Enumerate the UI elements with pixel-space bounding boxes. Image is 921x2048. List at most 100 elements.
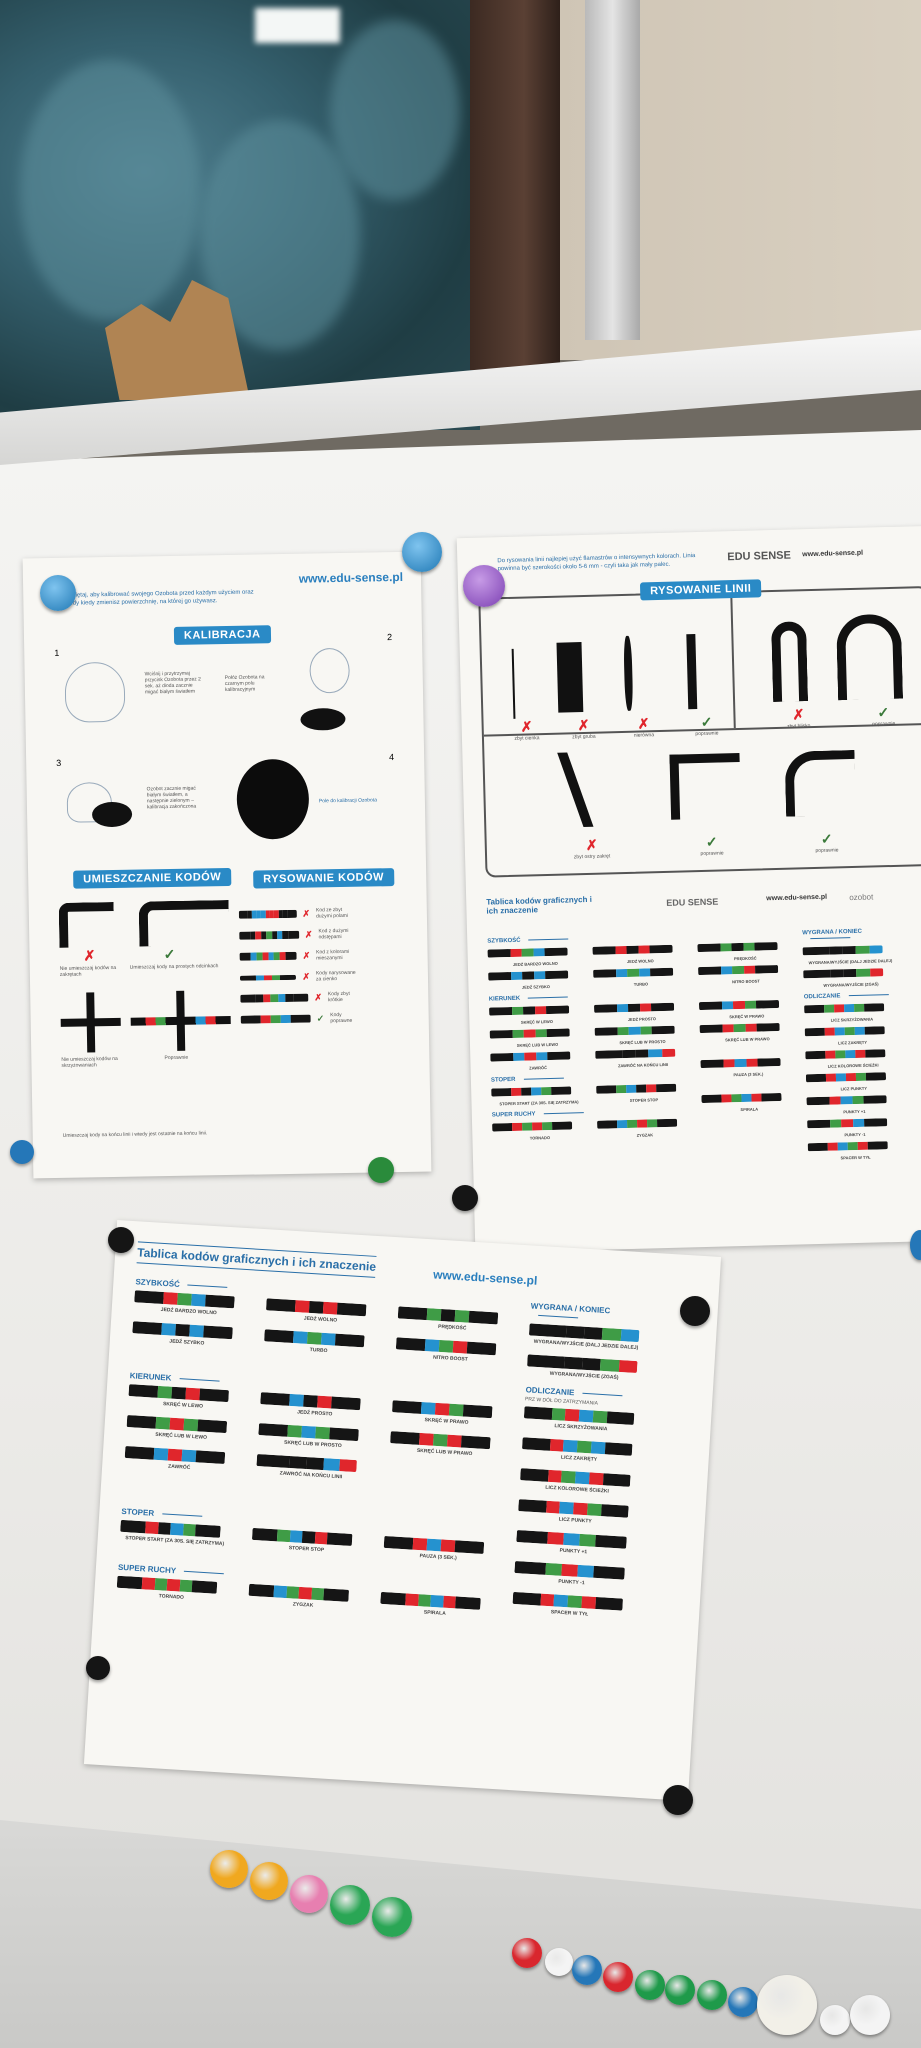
color-code <box>593 1002 675 1013</box>
code-segment-k <box>807 1142 828 1152</box>
code-segment-b <box>559 1501 574 1515</box>
code-segment-b <box>617 1120 628 1129</box>
code-segment-k <box>455 1596 481 1610</box>
code-segment-r <box>639 1003 652 1012</box>
white-magnet <box>545 1948 573 1976</box>
color-code <box>804 1026 885 1037</box>
code-segment-b <box>289 1530 303 1543</box>
poster-url: www.edu-sense.pl <box>802 549 864 559</box>
code-segment-g <box>602 1327 622 1341</box>
ceiling-lamp-reflection <box>255 8 340 43</box>
code-segment-k <box>621 1049 636 1059</box>
crossing-wrong <box>60 992 121 1053</box>
line-examples-box: RYSOWANIE LINII ✗zbyt cienka✗zbyt gruba✗… <box>478 579 921 878</box>
black-calibration-spot <box>91 801 133 828</box>
color-code <box>806 1095 887 1106</box>
ozobot-illustration <box>309 647 351 694</box>
code-segment-g <box>732 965 744 975</box>
code-segment-b <box>854 1026 865 1036</box>
code-segment-r <box>262 994 271 1003</box>
code-segment-r <box>510 948 522 958</box>
code-segment-k <box>698 966 722 976</box>
code-segment-g <box>183 1418 199 1432</box>
x-icon: ✗ <box>637 715 650 732</box>
code-segment-r <box>532 1122 543 1131</box>
code-segment-k <box>546 1028 570 1038</box>
line-too-thin <box>511 648 516 719</box>
code-segment-g <box>272 974 281 980</box>
code-segment-k <box>698 1001 723 1011</box>
code-segment-r <box>547 1469 562 1483</box>
color-code <box>594 1025 675 1036</box>
table-title: Tablica kodów graficznych i ich znaczeni… <box>136 1241 377 1278</box>
code-segment-g <box>744 1000 757 1009</box>
code-segment-k <box>761 1092 782 1102</box>
line-label: zbyt cienka <box>514 735 540 742</box>
code-segment-b <box>322 1458 341 1472</box>
drawing-label: Kody zbyt krótkie <box>327 990 350 1004</box>
code-segment-g <box>157 1385 172 1399</box>
code-segment-k <box>592 946 616 955</box>
code-segment-k <box>248 1583 275 1598</box>
code-segment-g <box>551 1407 566 1421</box>
calibration-title: KALIBRACJA <box>173 625 271 645</box>
code-segment-r <box>405 1593 419 1607</box>
code-item: STOPER START (ZA 30S. SIĘ ZATRZYMA) <box>120 1519 231 1548</box>
code-segment-g <box>155 1416 171 1430</box>
code-segment-k <box>594 1534 627 1549</box>
calibration-circle <box>236 758 310 840</box>
code-segment-g <box>561 1470 576 1484</box>
code-segment-g <box>522 1122 533 1131</box>
code-segment-k <box>528 1323 567 1338</box>
code-segment-k <box>195 1524 221 1538</box>
code-segment-k <box>602 1473 631 1487</box>
code-segment-r <box>565 1408 580 1422</box>
code-segment-b <box>278 993 286 1003</box>
code-segment-k <box>128 1384 158 1398</box>
code-segment-b <box>181 1449 197 1463</box>
code-segment-b <box>844 1004 855 1013</box>
line-right-angle <box>669 752 742 820</box>
code-segment-k <box>546 1005 570 1015</box>
red-magnet <box>603 1962 633 1992</box>
orange-magnet <box>210 1850 248 1888</box>
code-segment-k <box>521 1087 532 1096</box>
blue-magnet <box>910 1230 921 1260</box>
black-calibration-spot <box>300 707 346 731</box>
code-segment-k <box>552 1121 573 1130</box>
code-segment-r <box>825 1073 837 1082</box>
code-segment-k <box>514 1560 547 1575</box>
code-segment-k <box>806 1096 830 1106</box>
black-magnet <box>108 1227 134 1253</box>
x-icon: ✗ <box>302 971 311 982</box>
code-segment-r <box>523 1029 536 1038</box>
code-segment-k <box>804 1004 825 1014</box>
code-segment-b <box>170 1522 184 1536</box>
code-segment-b <box>301 1425 317 1439</box>
code-segment-k <box>864 1003 885 1012</box>
code-segment-k <box>132 1321 162 1335</box>
code-segment-g <box>154 1578 168 1591</box>
code-label: PRĘDKOŚĆ <box>733 955 757 962</box>
code-segment-k <box>867 1141 888 1150</box>
code-segment-k <box>175 1323 191 1337</box>
code-segment-b <box>191 1293 207 1307</box>
poster-line-drawing: Do rysowania linii najlepiej użyć flamas… <box>456 525 921 1254</box>
color-code <box>487 947 568 958</box>
step-text: Połóż Ozobota na czarnym polu kalibracyj… <box>224 674 265 694</box>
code-item: SPIRALA <box>380 1591 491 1620</box>
code-segment-k <box>395 1337 426 1352</box>
code-label: SKRĘĆ W PRAWO <box>729 1013 765 1020</box>
drawing-code-examples: ✗Kod ze zbyt dużymi polami✗Kod z dużymi … <box>238 898 361 1035</box>
code-segment-r <box>661 1048 676 1058</box>
code-label: SKRĘĆ LUB W LEWO <box>516 1041 559 1048</box>
code-segment-g <box>829 1119 842 1128</box>
red-magnet <box>512 1938 542 1968</box>
code-segment-g <box>835 1050 846 1059</box>
edu-sense-logo: EDU SENSE <box>666 896 719 908</box>
code-segment-r <box>857 1141 868 1150</box>
code-item: ZYGZAK <box>248 1583 359 1612</box>
code-segment-g <box>454 1309 470 1323</box>
code-segment-k <box>865 1072 887 1081</box>
